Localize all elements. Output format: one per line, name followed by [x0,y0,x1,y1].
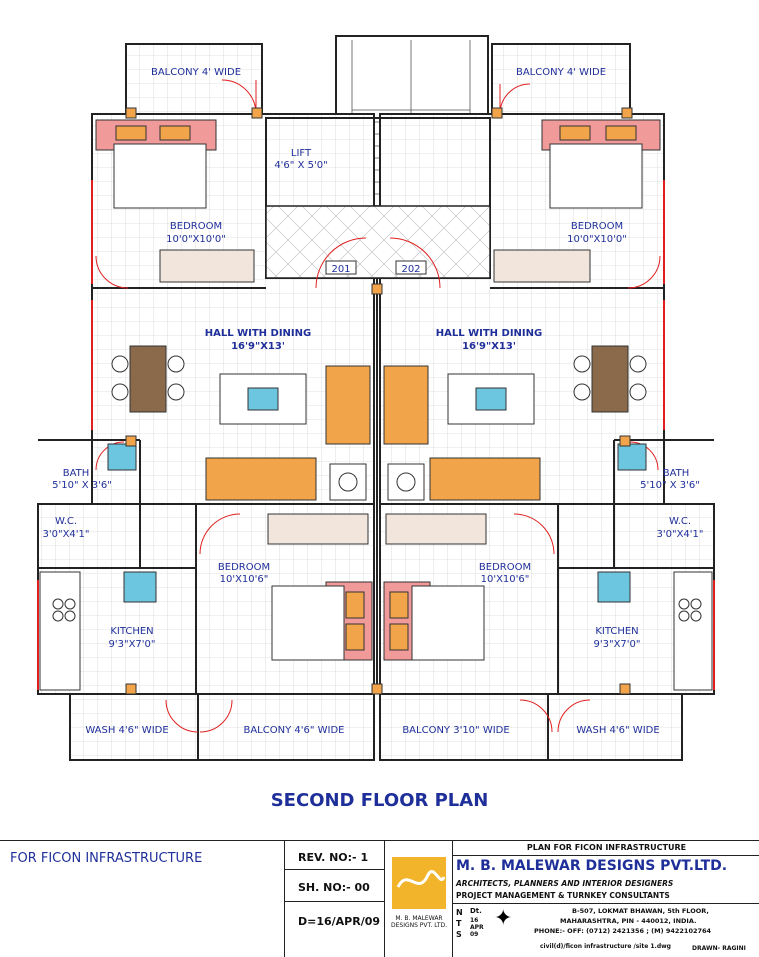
phone-line: PHONE:- OFF: (0712) 2421356 ; (M) 942210… [534,927,712,935]
kitchen-left-label: KITCHEN [110,626,153,637]
bath-left-label: BATH [63,468,90,479]
floor-plan-title: SECOND FLOOR PLAN [270,790,489,811]
bedroom-top-right-label: BEDROOM [571,221,623,232]
bedroom-mid-right-size: 10'X10'6" [481,574,530,585]
bath-right-size: 5'10" X 3'6" [640,480,700,491]
wash-right [547,693,683,761]
title-block: FOR FICON INFRASTRUCTURE REV. NO:- 1 SH.… [0,840,759,957]
wardrobes [159,249,591,545]
divider [452,903,759,904]
bath-fixtures [107,443,647,471]
bedroom-top-left-label: BEDROOM [170,221,222,232]
wc-left-size: 3'0"X4'1" [43,529,90,540]
divider [284,841,285,957]
wc-right-label: W.C. [669,516,691,527]
hall-right-size: 16'9"X13' [462,341,516,352]
rev-no: REV. NO:- 1 [298,851,369,864]
file-path: civil(d)/ficon infrastructure /site 1.dw… [540,943,671,950]
sheet-no: SH. NO:- 00 [298,881,370,894]
internal-walls [38,278,714,694]
bedroom-mid-left-label: BEDROOM [218,562,270,573]
services-line-2: PROJECT MANAGEMENT & TURNKEY CONSULTANTS [456,891,670,900]
balcony-top-left-label: BALCONY 4' WIDE [151,67,241,78]
north-arrow-icon: ✦ [494,905,513,930]
kitchen-right-size: 9'3"X7'0" [594,639,641,650]
flat-202-label: 202 [401,264,420,275]
kitchen-counters [39,571,713,691]
bedroom-mid-left-size: 10'X10'6" [220,574,269,585]
balcony-top-right [491,43,631,115]
hall-right-label: HALL WITH DINING [436,328,542,339]
bedroom-mid-right-label: BEDROOM [479,562,531,573]
bedroom-top-right-size: 10'0"X10'0" [567,234,627,245]
logo-text: M. B. MALEWAR DESIGNS PVT. LTD. [390,915,448,929]
services-line-1: ARCHITECTS, PLANNERS AND INTERIOR DESIGN… [456,879,674,888]
balcony-top-right-label: BALCONY 4' WIDE [516,67,606,78]
wash-right-label: WASH 4'6" WIDE [576,725,659,736]
balcony-bottom-right-label: BALCONY 3'10" WIDE [402,725,509,736]
wash-left-label: WASH 4'6" WIDE [85,725,168,736]
date-label: Dt. [470,907,482,915]
bedroom-top-left-size: 10'0"X10'0" [166,234,226,245]
hall-left-label: HALL WITH DINING [205,328,311,339]
bath-left-size: 5'10" X 3'6" [52,480,112,491]
balcony-bottom-left-label: BALCONY 4'6" WIDE [243,725,344,736]
date-value: 16 APR 09 [470,917,484,938]
kitchen-right-label: KITCHEN [595,626,638,637]
beds-middle [271,581,485,661]
address-line-2: MAHARASHTRA, PIN - 440012, INDIA. [560,917,697,925]
company-logo: M. B. MALEWAR DESIGNS PVT. LTD. [388,847,450,951]
divider [452,855,759,856]
drawing-date: D=16/APR/09 [298,915,381,928]
bed-top-right [541,119,661,209]
bath-right-label: BATH [663,468,690,479]
dining-table-right [573,345,647,413]
plan-for: PLAN FOR FICON INFRASTRUCTURE [526,843,687,852]
lift-label: LIFT [291,148,312,159]
kitchen-left-size: 9'3"X7'0" [109,639,156,650]
balcony-bottom-right [379,693,549,761]
company-name: M. B. MALEWAR DESIGNS PVT.LTD. [456,858,728,874]
dining-table-left [111,345,185,413]
address-line-1: B-507, LOKMAT BHAWAN, 5th FLOOR, [572,907,709,915]
drawn-by: DRAWN- RAGINI [692,945,746,952]
divider [384,841,385,957]
lift-size-label: 4'6" X 5'0" [274,160,327,171]
columns [125,107,633,695]
balcony-top-left [125,43,263,115]
floor-plan-drawing: BALCONY 4' WIDE BALCONY 4' WIDE LIFT 4'6… [37,35,715,761]
hall-left-size: 16'9"X13' [231,341,285,352]
divider [452,841,453,957]
nts-label: NTS [456,908,463,939]
divider [284,869,384,870]
divider [284,901,384,902]
balcony-bottom-left [197,693,375,761]
wc-left-label: W.C. [55,516,77,527]
wc-right-size: 3'0"X4'1" [657,529,704,540]
living-furniture [205,365,541,501]
logo-scribble [396,870,446,888]
client-name: FOR FICON INFRASTRUCTURE [10,851,203,866]
flat-201-label: 201 [331,264,350,275]
door-swings [37,79,715,733]
bed-top-left [95,119,217,209]
